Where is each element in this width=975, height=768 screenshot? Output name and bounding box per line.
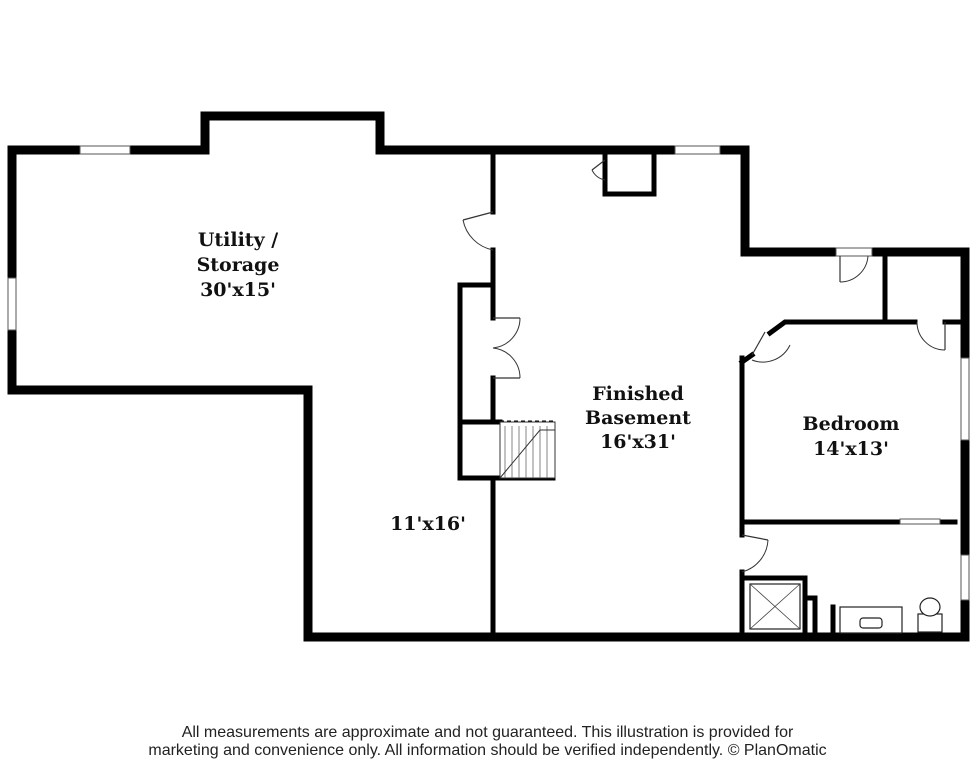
bathroom-fixtures [749, 583, 943, 634]
finished-label-line2: Basement [585, 407, 691, 429]
doors [462, 159, 946, 573]
windows [7, 145, 970, 601]
disclaimer-line1: All measurements are approximate and not… [181, 724, 794, 741]
room-labels: Utility / Storage 30'x15' Finished Basem… [197, 229, 900, 535]
hall-dims: 11'x16' [390, 513, 466, 535]
stairs [499, 420, 556, 479]
disclaimer: All measurements are approximate and not… [0, 724, 975, 760]
vanity [839, 606, 903, 634]
utility-label-line2: Storage [197, 254, 280, 276]
utility-dims: 30'x15' [200, 279, 276, 301]
finished-dims: 16'x31' [600, 431, 676, 453]
toilet [917, 613, 943, 633]
utility-label-line1: Utility / [198, 229, 278, 251]
disclaimer-line2: marketing and convenience only. All info… [148, 742, 827, 759]
interior-walls [457, 152, 963, 636]
bedroom-label: Bedroom [803, 413, 900, 435]
outer-wall [7, 111, 970, 642]
finished-label-line1: Finished [592, 383, 684, 405]
bedroom-dims: 14'x13' [813, 438, 889, 460]
